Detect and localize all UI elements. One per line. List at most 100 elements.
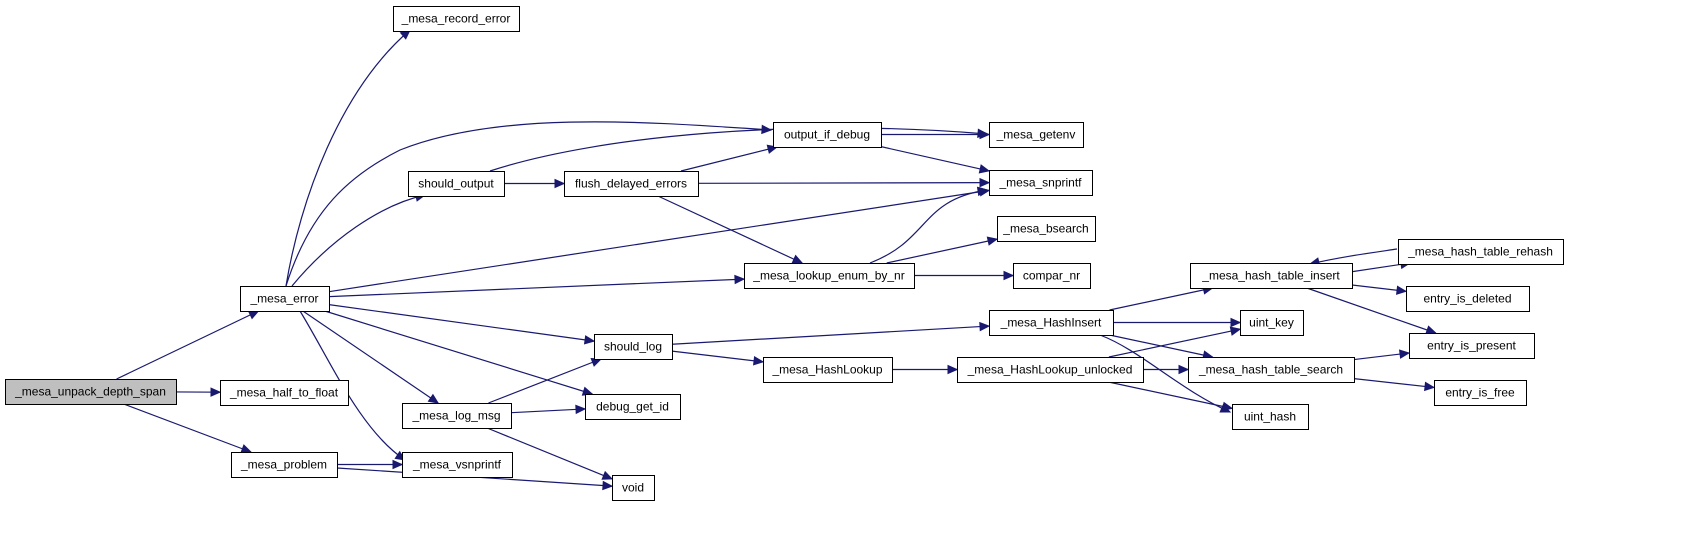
arrowhead bbox=[575, 404, 587, 415]
edge-hashlookup_unlocked-to-uint_hash bbox=[1108, 381, 1234, 412]
node-entry-present[interactable]: entry_is_present bbox=[1409, 333, 1535, 359]
node-box bbox=[402, 452, 513, 478]
edge-log_msg-to-void bbox=[486, 427, 614, 480]
arrowhead bbox=[791, 254, 804, 264]
node-should-output[interactable]: should_output bbox=[408, 171, 505, 197]
arrowhead bbox=[978, 164, 991, 174]
node-label: _mesa_vsnprintf bbox=[412, 458, 502, 472]
edge-error-to-should_output bbox=[291, 192, 427, 287]
edge-line bbox=[697, 182, 990, 184]
node-void[interactable]: void bbox=[612, 475, 655, 501]
edge-line bbox=[1353, 378, 1435, 389]
edge-line bbox=[302, 310, 439, 404]
node-hashinsert[interactable]: _mesa_HashInsert bbox=[989, 310, 1114, 336]
arrowhead bbox=[392, 459, 404, 470]
edge-line bbox=[489, 127, 988, 172]
node-label: _mesa_error bbox=[249, 292, 318, 306]
node-bsearch[interactable]: _mesa_bsearch bbox=[997, 216, 1096, 242]
node-getenv[interactable]: _mesa_getenv bbox=[989, 122, 1084, 148]
edge-line bbox=[510, 408, 586, 414]
edge-should_log-to-hashlookup bbox=[671, 350, 765, 366]
edge-flush-to-output_if_debug bbox=[680, 144, 779, 172]
node-box bbox=[763, 357, 893, 383]
edge-error-to-log_msg bbox=[302, 310, 440, 404]
node-label: entry_is_present bbox=[1427, 339, 1516, 353]
edge-error-to-record bbox=[285, 29, 411, 287]
edge-line bbox=[886, 238, 998, 264]
edge-line bbox=[328, 189, 990, 293]
arrowhead bbox=[947, 364, 959, 375]
edge-line bbox=[869, 189, 988, 264]
node-compar[interactable]: compar_nr bbox=[1013, 263, 1091, 289]
edge-hashlookup_unlocked-to-uint_key bbox=[1108, 326, 1242, 358]
edge-error-to-lookup_enum bbox=[328, 274, 746, 298]
node-vsnprintf[interactable]: _mesa_vsnprintf bbox=[402, 452, 513, 478]
node-hashlookup-unlocked[interactable]: _mesa_HashLookup_unlocked bbox=[957, 357, 1144, 383]
edge-error-to-should_log bbox=[328, 304, 596, 345]
arrowhead bbox=[1178, 364, 1190, 375]
node-should-log[interactable]: should_log bbox=[594, 334, 673, 360]
node-box bbox=[220, 380, 349, 406]
edge-line bbox=[488, 358, 602, 404]
edge-unpack-to-error bbox=[116, 310, 260, 380]
node-entry-free[interactable]: entry_is_free bbox=[1434, 380, 1527, 406]
edge-flush-to-snprintf bbox=[697, 177, 991, 188]
edge-should_log-to-hashinsert bbox=[671, 321, 991, 345]
node-problem[interactable]: _mesa_problem bbox=[231, 452, 338, 478]
edge-table_search-to-entry_free bbox=[1353, 378, 1436, 392]
node-box bbox=[594, 334, 673, 360]
node-output-if-debug[interactable]: output_if_debug bbox=[773, 122, 882, 148]
edge-line bbox=[671, 325, 990, 345]
node-flush[interactable]: flush_delayed_errors bbox=[564, 171, 699, 197]
node-snprintf[interactable]: _mesa_snprintf bbox=[989, 170, 1093, 196]
edge-hashlookup-to-hashlookup_unlocked bbox=[892, 364, 959, 375]
node-box bbox=[989, 122, 1084, 148]
arrowhead bbox=[1221, 401, 1234, 412]
node-entry-deleted[interactable]: entry_is_deleted bbox=[1406, 286, 1530, 312]
edge-line bbox=[657, 195, 803, 264]
node-box bbox=[1409, 333, 1535, 359]
node-label: void bbox=[622, 481, 644, 495]
edge-problem-to-vsnprintf bbox=[337, 459, 404, 470]
node-uint-hash[interactable]: uint_hash bbox=[1232, 404, 1309, 430]
node-box bbox=[1190, 263, 1353, 289]
node-layer: _mesa_unpack_depth_span _mesa_error _mesa_… bbox=[5, 6, 1564, 501]
node-unpack[interactable]: _mesa_unpack_depth_span bbox=[5, 379, 177, 405]
node-table-rehash[interactable]: _mesa_hash_table_rehash bbox=[1398, 239, 1564, 265]
edge-hashlookup_unlocked-to-table_search bbox=[1143, 364, 1190, 375]
edge-line bbox=[1309, 248, 1398, 265]
node-label: _mesa_problem bbox=[240, 458, 327, 472]
node-record[interactable]: _mesa_record_error bbox=[393, 6, 520, 32]
node-label: _mesa_unpack_depth_span bbox=[14, 385, 166, 399]
arrowhead bbox=[240, 444, 253, 454]
node-table-search[interactable]: _mesa_hash_table_search bbox=[1188, 357, 1355, 383]
node-lookup-enum[interactable]: _mesa_lookup_enum_by_nr bbox=[744, 263, 915, 289]
node-hashlookup[interactable]: _mesa_HashLookup bbox=[763, 357, 893, 383]
edge-line bbox=[680, 146, 778, 172]
edge-line bbox=[285, 121, 772, 287]
edge-line bbox=[486, 427, 613, 480]
arrowhead bbox=[602, 480, 614, 491]
node-label: _mesa_lookup_enum_by_nr bbox=[752, 269, 904, 283]
edge-line bbox=[123, 403, 252, 453]
node-box bbox=[1434, 380, 1527, 406]
node-debug-get-id[interactable]: debug_get_id bbox=[585, 394, 681, 420]
edge-line bbox=[1108, 381, 1233, 409]
node-error[interactable]: _mesa_error bbox=[240, 286, 330, 312]
arrowhead bbox=[427, 393, 440, 404]
node-uint-key[interactable]: uint_key bbox=[1240, 310, 1304, 336]
node-label: uint_hash bbox=[1244, 410, 1296, 424]
node-label: compar_nr bbox=[1023, 269, 1080, 283]
node-label: debug_get_id bbox=[596, 400, 669, 414]
node-box bbox=[5, 379, 177, 405]
node-box bbox=[1406, 286, 1530, 312]
arrowhead bbox=[583, 335, 596, 345]
node-log-msg[interactable]: _mesa_log_msg bbox=[402, 403, 512, 429]
node-table-insert[interactable]: _mesa_hash_table_insert bbox=[1190, 263, 1353, 289]
arrowhead bbox=[1230, 317, 1242, 328]
node-box bbox=[564, 171, 699, 197]
arrowhead bbox=[979, 129, 991, 140]
node-box bbox=[997, 216, 1096, 242]
edge-line bbox=[1306, 287, 1436, 334]
node-half[interactable]: _mesa_half_to_float bbox=[220, 380, 349, 406]
